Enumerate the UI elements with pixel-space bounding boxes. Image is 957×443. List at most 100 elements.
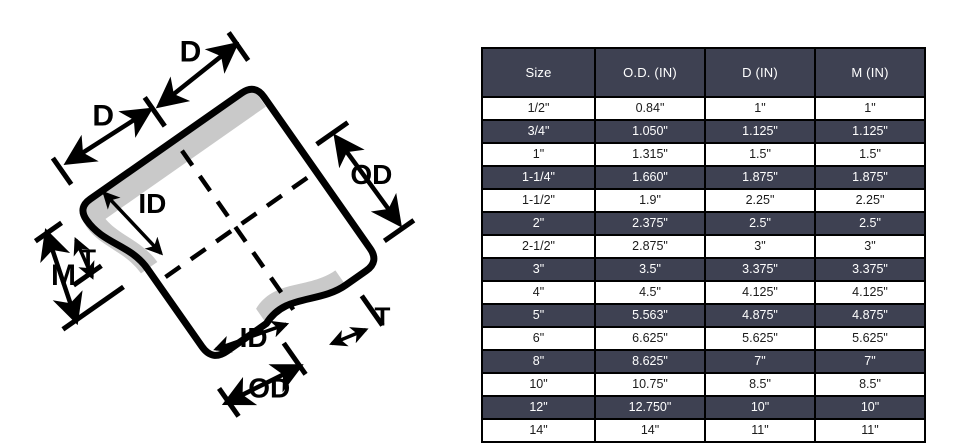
cell-m: 4.125" [815, 281, 925, 305]
cell-d: 1.5" [705, 143, 816, 167]
cell-od: 1.050" [595, 120, 706, 144]
cell-m: 11" [815, 419, 925, 442]
cell-m: 1.125" [815, 120, 925, 144]
cell-od: 14" [595, 419, 706, 442]
dimension-label-t-bottom: T [374, 301, 390, 331]
cell-size: 1/2" [482, 97, 596, 121]
dimension-arrow-t-bottom [329, 327, 369, 347]
cell-od: 1.9" [595, 189, 706, 213]
column-header-d: D (IN) [705, 48, 816, 98]
dimension-arrow-t-left [73, 237, 95, 280]
column-header-m: M (IN) [815, 48, 925, 98]
cell-m: 1.875" [815, 166, 925, 190]
cell-size: 1-1/2" [482, 189, 596, 213]
cell-size: 8" [482, 350, 596, 374]
cell-d: 4.875" [705, 304, 816, 328]
cell-size: 3" [482, 258, 596, 282]
pipe-fitting-diagram: D D M T ID ID OD OD T [0, 0, 470, 441]
table-row: 4"4.5"4.125"4.125" [482, 281, 925, 305]
cell-m: 1.5" [815, 143, 925, 167]
cell-od: 2.375" [595, 212, 706, 236]
cell-m: 3" [815, 235, 925, 259]
cell-size: 14" [482, 419, 596, 442]
dimension-arrow-od-bottom [221, 364, 304, 406]
cell-od: 10.75" [595, 373, 706, 397]
cell-m: 1" [815, 97, 925, 121]
dimension-label-t-left: T [80, 244, 96, 274]
dimension-arrow-id-upper [102, 190, 164, 256]
dimension-label-od-bottom-left: OD [248, 372, 290, 403]
table-row: 5"5.563"4.875"4.875" [482, 304, 925, 328]
dimension-table: Size O.D. (IN) D (IN) M (IN) 1/2"0.84"1"… [481, 47, 926, 443]
cell-od: 5.563" [595, 304, 706, 328]
cell-m: 4.875" [815, 304, 925, 328]
cell-od: 2.875" [595, 235, 706, 259]
cell-od: 8.625" [595, 350, 706, 374]
cell-d: 4.125" [705, 281, 816, 305]
dimension-label-d-top-right: D [180, 36, 202, 69]
cell-m: 2.5" [815, 212, 925, 236]
pipe-fitting-svg: D D M T ID ID OD OD T [33, 31, 416, 418]
cell-m: 5.625" [815, 327, 925, 351]
table-row: 10"10.75"8.5"8.5" [482, 373, 925, 397]
cell-d: 3" [705, 235, 816, 259]
dimension-label-id-upper: ID [138, 188, 166, 219]
witness-line-top-mid [142, 96, 167, 128]
table-row: 1/2"0.84"1"1" [482, 97, 925, 121]
cell-d: 1" [705, 97, 816, 121]
cell-d: 5.625" [705, 327, 816, 351]
cell-size: 1-1/4" [482, 166, 596, 190]
cell-size: 12" [482, 396, 596, 420]
witness-line-bottom-right [359, 294, 385, 327]
table-row: 2"2.375"2.5"2.5" [482, 212, 925, 236]
table-row: 6"6.625"5.625"5.625" [482, 327, 925, 351]
table-row: 8"8.625"7"7" [482, 350, 925, 374]
cell-d: 1.125" [705, 120, 816, 144]
table-body: 1/2"0.84"1"1"3/4"1.050"1.125"1.125"1"1.3… [482, 97, 925, 442]
cell-od: 12.750" [595, 396, 706, 420]
cell-m: 7" [815, 350, 925, 374]
cell-d: 3.375" [705, 258, 816, 282]
cell-m: 3.375" [815, 258, 925, 282]
dimension-arrow-m [40, 228, 83, 326]
table-row: 1-1/4"1.660"1.875"1.875" [482, 166, 925, 190]
cell-od: 3.5" [595, 258, 706, 282]
column-header-od: O.D. (IN) [595, 48, 706, 98]
cell-d: 11" [705, 419, 816, 442]
dimension-label-m-left: M [51, 259, 76, 292]
table-row: 3/4"1.050"1.125"1.125" [482, 120, 925, 144]
cell-size: 10" [482, 373, 596, 397]
table-row: 1"1.315"1.5"1.5" [482, 143, 925, 167]
table-header-row: Size O.D. (IN) D (IN) M (IN) [482, 48, 925, 98]
cell-od: 6.625" [595, 327, 706, 351]
cell-m: 2.25" [815, 189, 925, 213]
dimension-arrow-d-right [155, 41, 240, 109]
cell-od: 0.84" [595, 97, 706, 121]
witness-line-top-left [50, 156, 74, 186]
witness-line-right-upper [315, 120, 350, 147]
dimension-label-od-right: OD [350, 159, 392, 190]
cell-size: 3/4" [482, 120, 596, 144]
cell-d: 2.25" [705, 189, 816, 213]
table-header: Size O.D. (IN) D (IN) M (IN) [482, 48, 925, 98]
table-row: 2-1/2"2.875"3"3" [482, 235, 925, 259]
cell-d: 8.5" [705, 373, 816, 397]
dimension-table-container: Size O.D. (IN) D (IN) M (IN) 1/2"0.84"1"… [481, 47, 926, 443]
centerline-vertical [180, 149, 296, 311]
cell-d: 10" [705, 396, 816, 420]
dimension-arrow-d-left [63, 107, 154, 166]
cell-od: 1.660" [595, 166, 706, 190]
centerline-horizontal [164, 171, 315, 279]
cell-od: 1.315" [595, 143, 706, 167]
witness-line-right-lower [382, 218, 416, 244]
cell-d: 1.875" [705, 166, 816, 190]
cell-d: 2.5" [705, 212, 816, 236]
cell-d: 7" [705, 350, 816, 374]
cell-size: 2-1/2" [482, 235, 596, 259]
dimension-arrow-id-lower [213, 320, 290, 353]
cell-m: 10" [815, 396, 925, 420]
fitting-body-group: D D M T ID ID OD OD T [33, 31, 416, 418]
table-row: 1-1/2"1.9"2.25"2.25" [482, 189, 925, 213]
table-row: 3"3.5"3.375"3.375" [482, 258, 925, 282]
